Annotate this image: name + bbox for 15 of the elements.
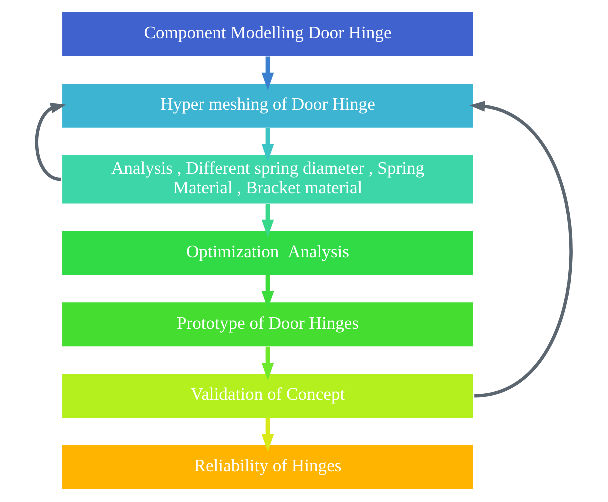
arrow <box>262 204 274 238</box>
node-box: Validation of Concept <box>62 374 474 418</box>
node-box: Optimization Analysis <box>62 231 474 276</box>
arrow <box>262 56 274 90</box>
arrow <box>262 275 274 310</box>
node-box: Hyper meshing of Door Hinge <box>62 84 474 128</box>
arrow <box>262 128 274 162</box>
arrow <box>470 101 573 398</box>
node-box: Analysis , Different spring diameter , Spring Material , Bracket material <box>62 155 474 204</box>
node-box: Reliability of Hinges <box>62 446 474 490</box>
node-box: Prototype of Door Hinges <box>62 302 474 347</box>
node-box: Component Modelling Door Hinge <box>62 12 474 56</box>
arrow <box>35 103 66 182</box>
arrow <box>262 346 274 381</box>
arrow <box>262 418 274 452</box>
